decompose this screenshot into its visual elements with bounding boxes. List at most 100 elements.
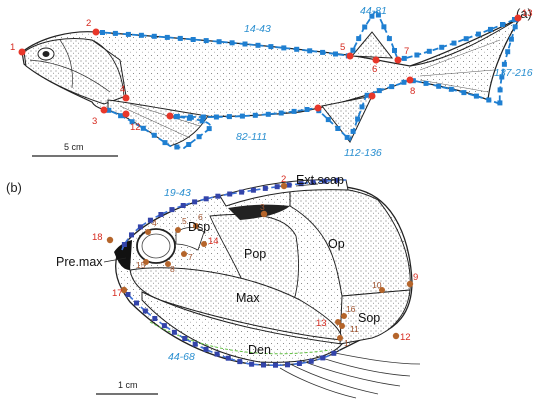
landmark-label-b-17: 17 xyxy=(112,288,123,299)
semilandmark-a-9 xyxy=(203,38,209,44)
semilandmark-a-34 xyxy=(463,36,469,42)
landmark-label-b-6: 6 xyxy=(198,212,203,222)
semilandmark-a-2 xyxy=(112,30,118,36)
landmark-label-b-2: 2 xyxy=(281,174,286,185)
landmark-label-b-9: 9 xyxy=(413,272,418,283)
semilandmark-a-18 xyxy=(320,49,326,55)
range-labels-a: 14-43 44-81 82-111 112-136 137-216 xyxy=(236,5,533,159)
semilandmark-b-30 xyxy=(214,351,220,357)
semilandmark-a-49 xyxy=(448,86,454,92)
semilandmark-b-22 xyxy=(134,300,139,306)
semilandmark-a-85 xyxy=(129,119,135,125)
landmark-5 xyxy=(346,52,354,60)
landmark-label-12: 12 xyxy=(130,122,141,133)
semilandmark-a-24 xyxy=(369,13,375,19)
landmark-b-1 xyxy=(337,335,343,341)
semilandmark-a-27 xyxy=(386,36,392,42)
semilandmark-b-2 xyxy=(129,232,134,238)
scale-label-b: 1 cm xyxy=(118,380,138,390)
range-label-44-81: 44-81 xyxy=(360,5,387,17)
semilandmark-a-61 xyxy=(335,126,341,131)
semilandmark-a-78 xyxy=(206,126,212,132)
semilandmark-b-36 xyxy=(285,362,290,368)
semilandmark-a-62 xyxy=(325,117,331,123)
semilandmark-a-31 xyxy=(426,48,432,54)
semilandmark-a-77 xyxy=(199,118,205,124)
landmark-label-b-18: 18 xyxy=(92,232,103,243)
semilandmark-a-28 xyxy=(392,48,397,53)
landmark-b-13 xyxy=(335,319,341,325)
semilandmark-a-7 xyxy=(177,35,183,41)
semilandmark-a-40 xyxy=(508,36,514,42)
bone-label-pre-max: Pre.max xyxy=(56,255,103,269)
landmark-labels-a: 1 2 3 4 5 6 7 8 12 13 xyxy=(10,8,533,133)
semilandmark-a-84 xyxy=(140,125,146,131)
range-label-19-43: 19-43 xyxy=(164,187,191,199)
semilandmark-a-33 xyxy=(451,40,457,46)
range-label-44-68: 44-68 xyxy=(168,351,195,363)
semilandmark-a-39 xyxy=(512,24,518,30)
semilandmark-a-32 xyxy=(439,44,445,50)
semilandmark-b-10 xyxy=(215,193,221,199)
range-label-112-136: 112-136 xyxy=(344,147,382,159)
landmark-1 xyxy=(18,48,26,56)
semilandmark-b-15 xyxy=(274,184,280,190)
semilandmark-a-48 xyxy=(461,90,467,96)
bone-label-sop: Sop xyxy=(358,311,380,325)
landmark-b-5 xyxy=(175,227,181,233)
landmarks-b xyxy=(106,182,414,341)
semilandmark-b-14 xyxy=(262,185,268,191)
range-label-82-111: 82-111 xyxy=(236,131,267,143)
bone-label-den: Den xyxy=(248,343,271,357)
semilandmark-a-10 xyxy=(216,39,222,45)
landmark-label-b-3: 3 xyxy=(260,202,265,212)
landmark-label-b-11: 11 xyxy=(350,324,359,334)
semilandmark-a-26 xyxy=(381,24,387,30)
semilandmark-a-16 xyxy=(294,46,300,52)
landmark-b-3 xyxy=(260,210,268,218)
landmark-label-b-16: 16 xyxy=(346,304,356,314)
semilandmark-a-55 xyxy=(376,88,382,94)
landmark-10 xyxy=(314,104,322,112)
bone-label-pop: Pop xyxy=(244,247,266,261)
landmark-b-10 xyxy=(379,287,385,293)
landmark-label-b-8: 8 xyxy=(170,264,175,274)
panel-a: (a) xyxy=(10,5,533,159)
semilandmark-a-13 xyxy=(255,42,261,48)
landmark-9 xyxy=(368,92,376,100)
semilandmark-a-19 xyxy=(333,51,338,57)
bone-label-max: Max xyxy=(236,291,260,305)
landmark-label-7: 7 xyxy=(404,46,409,57)
semilandmark-b-18 xyxy=(310,179,316,185)
semilandmark-a-5 xyxy=(151,33,157,39)
bone-label-ext-scap: Ext.scap xyxy=(296,173,344,187)
semilandmark-b-26 xyxy=(171,329,177,335)
semilandmark-a-6 xyxy=(164,34,170,40)
semilandmark-a-64 xyxy=(304,107,310,112)
semilandmark-b-35 xyxy=(273,362,278,368)
semilandmark-a-23 xyxy=(362,24,368,30)
semilandmark-b-33 xyxy=(249,361,255,367)
semilandmark-a-65 xyxy=(291,108,297,114)
semilandmark-b-16 xyxy=(286,182,292,188)
semilandmark-a-67 xyxy=(265,111,271,117)
landmark-b-14 xyxy=(201,241,207,247)
semilandmark-a-43 xyxy=(499,74,505,80)
range-labels-b: 19-43 44-68 xyxy=(164,187,195,363)
landmark-label-b-7: 7 xyxy=(188,252,193,262)
landmark-label-2: 2 xyxy=(86,18,91,29)
semilandmark-b-23 xyxy=(142,308,148,314)
landmark-b-15 xyxy=(143,259,149,265)
semilandmark-a-56 xyxy=(364,92,370,98)
landmark-b-6 xyxy=(193,223,199,229)
range-label-14-43: 14-43 xyxy=(244,23,271,35)
semilandmark-b-20 xyxy=(334,177,340,183)
semilandmark-b-12 xyxy=(239,189,245,195)
landmark-labels-b: 2 3 9 10 11 12 13 14 16 17 18 1 4 5 6 7 … xyxy=(92,174,418,348)
semilandmark-b-13 xyxy=(250,187,256,193)
semilandmark-b-5 xyxy=(158,212,164,217)
semilandmark-a-25 xyxy=(375,12,381,18)
landmark-label-b-13: 13 xyxy=(316,318,327,329)
landmark-b-7 xyxy=(181,251,187,257)
semilandmark-b-6 xyxy=(169,207,175,213)
